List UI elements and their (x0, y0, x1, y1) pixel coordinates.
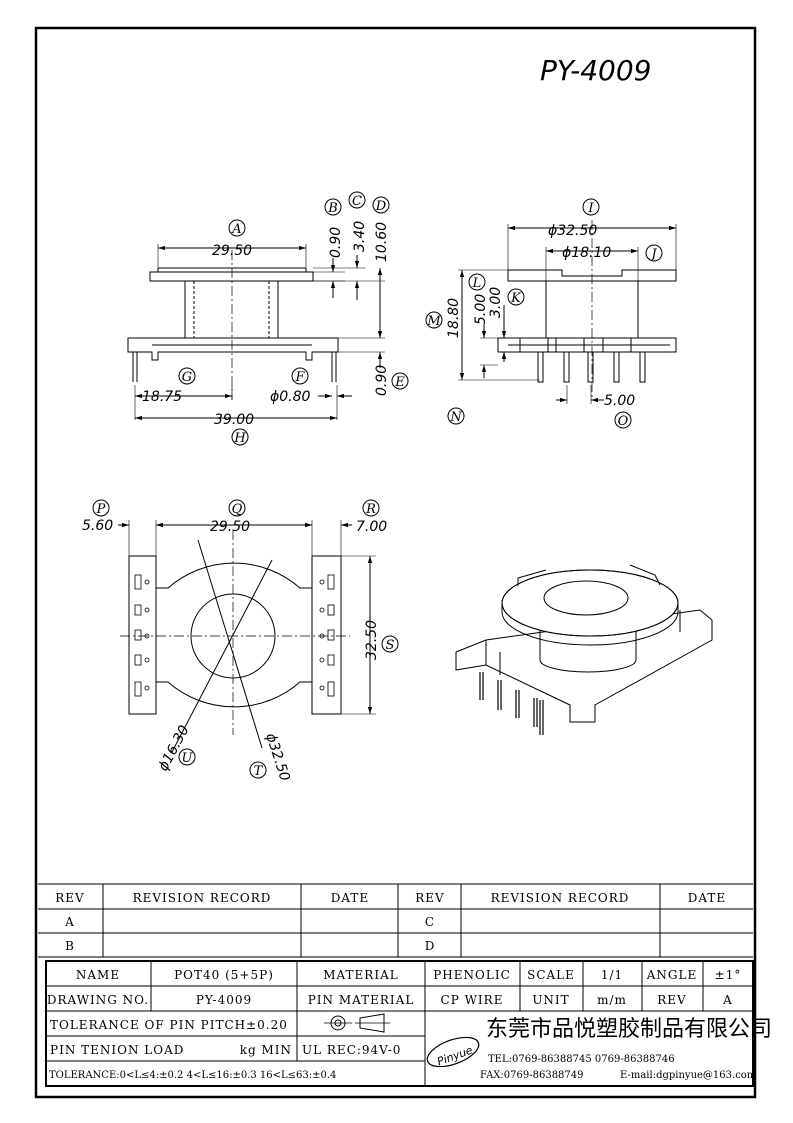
label-c: C (352, 194, 362, 209)
rev-row-c: C (425, 915, 435, 929)
scale-value: 1/1 (601, 968, 623, 982)
label-f: F (294, 370, 305, 385)
label-m: M (426, 314, 441, 329)
label-s: S (386, 638, 395, 653)
name-value: POT40 (5+5P) (174, 968, 274, 982)
isometric-view (455, 564, 713, 735)
drawing-no-value: PY-4009 (196, 993, 252, 1007)
dim-d: 10.60 (374, 222, 390, 262)
dim-a: 29.50 (212, 243, 252, 259)
dim-j: ϕ18.10 (562, 245, 611, 261)
label-a: A (231, 222, 241, 237)
company-email: E-mail:dgpinyue@163.com (620, 1070, 757, 1081)
dim-i: ϕ32.50 (548, 223, 597, 239)
circled-labels (92, 191, 663, 779)
rev-row-d: D (425, 939, 436, 953)
label-p: P (96, 502, 106, 517)
label-o: O (618, 414, 629, 429)
side-view (458, 220, 677, 404)
company-fax: FAX:0769-86388749 (480, 1070, 584, 1081)
rev-row-a: A (64, 915, 75, 929)
dim-p: 5.60 (82, 518, 113, 534)
unit-value: m/m (597, 993, 627, 1007)
dim-f: ϕ0.80 (270, 389, 311, 405)
dim-m: 18.80 (446, 298, 462, 338)
company-name: 东莞市品悦塑胶制品有限公司 (486, 1017, 772, 1042)
revision-table (38, 883, 753, 958)
rev-row-b: B (65, 939, 75, 953)
angle-value: ±1° (715, 968, 742, 982)
rev-header-2: REV (415, 891, 444, 905)
tolerance-general: TOLERANCE:0<L≤4:±0.2 4<L≤16:±0.3 16<L≤63… (49, 1070, 336, 1081)
rev-record-header-2: REVISION RECORD (491, 891, 630, 905)
label-l: L (472, 276, 482, 291)
rev-date-header-1: DATE (331, 891, 369, 905)
dim-r: 7.00 (356, 519, 387, 535)
angle-label: ANGLE (646, 968, 697, 982)
pin-tension-label: PIN TENION LOAD (50, 1043, 184, 1057)
dim-l: 5.00 (473, 294, 489, 325)
label-e: E (394, 375, 405, 390)
front-view (127, 244, 385, 421)
name-label: NAME (76, 968, 120, 982)
label-i: I (587, 201, 594, 216)
drawing-title: PY-4009 (540, 54, 652, 87)
dim-s: 32.50 (364, 620, 380, 660)
scale-label: SCALE (527, 968, 575, 982)
label-d: D (375, 199, 387, 214)
sheet-border (34, 26, 757, 1099)
label-r: R (365, 502, 376, 517)
unit-label: UNIT (532, 993, 569, 1007)
material-label: MATERIAL (323, 968, 398, 982)
top-view (118, 520, 376, 753)
title-block (45, 960, 754, 1087)
dim-e: 0.90 (374, 365, 390, 396)
label-j: J (648, 247, 657, 262)
material-value: PHENOLIC (433, 968, 511, 982)
label-q: Q (232, 502, 243, 517)
label-k: K (510, 291, 522, 306)
rev-value: A (722, 993, 733, 1007)
rev-record-header-1: REVISION RECORD (133, 891, 272, 905)
drawing-no-label: DRAWING NO. (47, 993, 149, 1007)
pin-material-value: CP WIRE (441, 993, 504, 1007)
label-g: G (182, 370, 192, 385)
dim-b: 0.90 (328, 227, 344, 258)
rev-label: REV (657, 993, 686, 1007)
dim-k: 3.00 (488, 287, 504, 318)
label-b: B (327, 201, 338, 216)
pin-tension-value: kg MIN (240, 1043, 292, 1057)
label-n: N (449, 410, 462, 425)
company-tel: TEL:0769-86388745 0769-86388746 (488, 1054, 675, 1065)
pin-material-label: PIN MATERIAL (308, 993, 415, 1007)
dim-t: ϕ32.50 (262, 731, 292, 783)
dim-o: 5.00 (604, 393, 635, 409)
dim-g: 18.75 (142, 389, 182, 405)
rev-date-header-2: DATE (688, 891, 726, 905)
dim-u: ϕ16.30 (155, 723, 192, 774)
label-h: H (233, 431, 246, 446)
dim-c: 3.40 (352, 221, 368, 252)
ul-rec: UL REC:94V-0 (302, 1043, 401, 1057)
rev-header-1: REV (55, 891, 84, 905)
label-t: T (254, 764, 264, 779)
dim-h: 39.00 (214, 412, 254, 428)
dim-q: 29.50 (210, 519, 250, 535)
label-u: U (182, 751, 194, 766)
tolerance-pitch: TOLERANCE OF PIN PITCH±0.20 (50, 1018, 288, 1032)
